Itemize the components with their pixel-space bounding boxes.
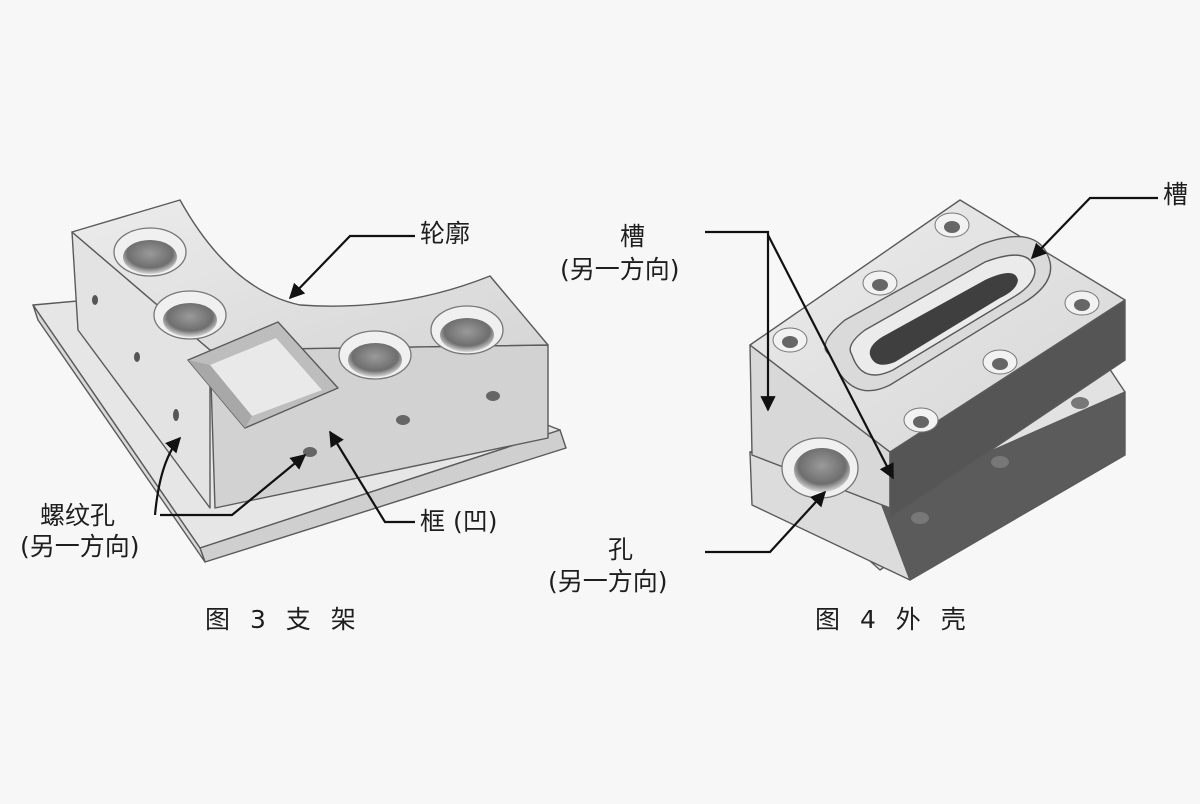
- slot-label-top: 槽: [1163, 180, 1188, 209]
- thread-hole-icon: [134, 352, 140, 362]
- hole-icon: [991, 456, 1009, 468]
- hole-label: 孔: [608, 535, 633, 564]
- thread-hole-icon: [303, 447, 317, 457]
- thread-hole-icon: [396, 415, 410, 425]
- frame-label: 框 (凹): [420, 507, 497, 536]
- hole-icon: [872, 279, 888, 291]
- hole-icon: [913, 416, 929, 428]
- hole-icon: [782, 336, 798, 348]
- figure3-leaders: [153, 234, 415, 524]
- bracket-holes: [113, 227, 504, 380]
- thread-hole-icon: [173, 409, 179, 421]
- hole-note: (另一方向): [548, 567, 668, 596]
- hole-icon: [911, 512, 929, 524]
- housing-slot: [824, 235, 1052, 392]
- hole-icon: [163, 303, 217, 337]
- bracket-base-left: [32, 304, 206, 563]
- hole-icon: [992, 358, 1008, 370]
- hole-icon: [1071, 397, 1089, 409]
- hole-icon: [1074, 299, 1090, 311]
- slot-label-other: 槽: [620, 222, 645, 251]
- figure3-caption: 图 3 支 架: [205, 605, 362, 634]
- hole-icon: [440, 318, 494, 352]
- housing-part: [749, 199, 1126, 581]
- bore-hole-icon: [794, 448, 850, 492]
- thread-hole-note: (另一方向): [20, 532, 140, 561]
- slot-note-other: (另一方向): [560, 255, 680, 284]
- hole-icon: [944, 221, 960, 233]
- thread-holes: [92, 295, 500, 457]
- figure4-leaders: [705, 196, 1158, 554]
- housing-top-holes: [772, 212, 1100, 433]
- hole-icon: [123, 240, 177, 274]
- bracket-part: [32, 199, 567, 563]
- hole-icon: [348, 343, 402, 377]
- thread-hole-icon: [486, 391, 500, 401]
- figure4-caption: 图 4 外 壳: [815, 605, 972, 634]
- thread-hole-icon: [92, 295, 98, 305]
- bracket-pocket: [187, 321, 339, 429]
- contour-label: 轮廓: [420, 219, 470, 248]
- thread-hole-label: 螺纹孔: [40, 501, 115, 530]
- housing-flange-holes: [911, 397, 1089, 524]
